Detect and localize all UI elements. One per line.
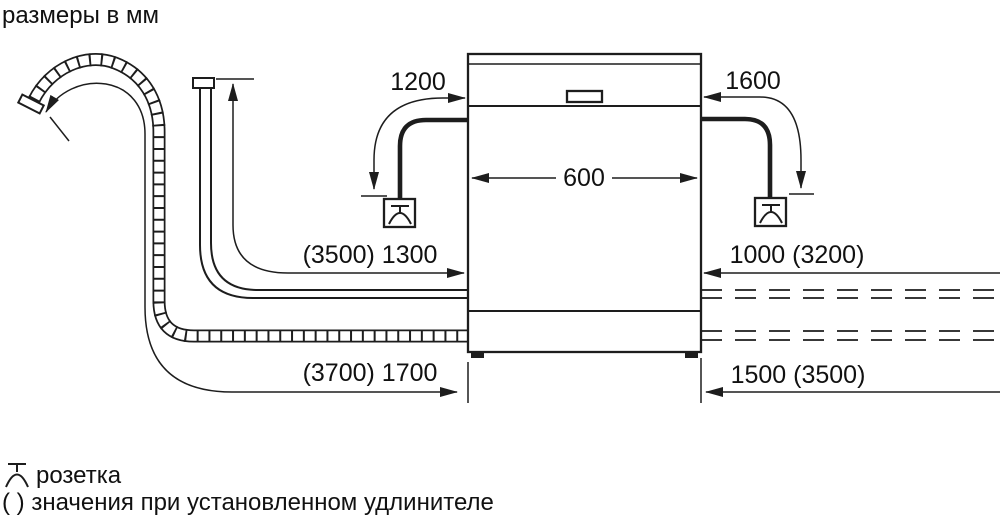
dimension-power-right: 1600	[703, 67, 814, 195]
svg-text:(3500) 1300: (3500) 1300	[303, 241, 438, 269]
dimension-supply-right: 1000 (3200)	[703, 241, 1000, 278]
socket-icon-right	[753, 196, 788, 228]
socket-icon-left	[382, 197, 417, 229]
diagram-title: размеры в мм	[2, 2, 159, 29]
foot-left	[471, 352, 484, 358]
svg-text:1500 (3500): 1500 (3500)	[731, 361, 866, 389]
legend: розетка ( ) значения при установленном у…	[2, 462, 494, 516]
supply-hose-cap	[192, 77, 215, 89]
hose-continuation-dashed	[701, 289, 998, 341]
legend-socket-icon	[5, 463, 29, 488]
dimension-width: 600	[471, 164, 698, 192]
drain-hose-end-cap	[16, 93, 46, 115]
svg-text:600: 600	[563, 164, 605, 192]
dishwasher-body	[466, 52, 703, 358]
svg-text:1200: 1200	[390, 68, 446, 96]
legend-note: ( ) значения при установленном удлинител…	[2, 489, 494, 516]
power-cord-left	[397, 117, 468, 199]
legend-socket-label: розетка	[36, 462, 122, 489]
svg-text:(3700) 1700: (3700) 1700	[303, 359, 438, 387]
dimension-drain-right: 1500 (3500)	[705, 361, 1000, 397]
svg-text:1600: 1600	[725, 67, 781, 95]
svg-text:1000 (3200): 1000 (3200)	[730, 241, 865, 269]
dimension-power-left: 1200	[361, 68, 466, 197]
dimension-drain-left: (3700) 1700	[45, 82, 458, 397]
door-handle	[565, 89, 604, 104]
power-cord-right	[701, 116, 773, 198]
foot-right	[685, 352, 698, 358]
dimension-supply-left: (3500) 1300	[216, 78, 465, 278]
